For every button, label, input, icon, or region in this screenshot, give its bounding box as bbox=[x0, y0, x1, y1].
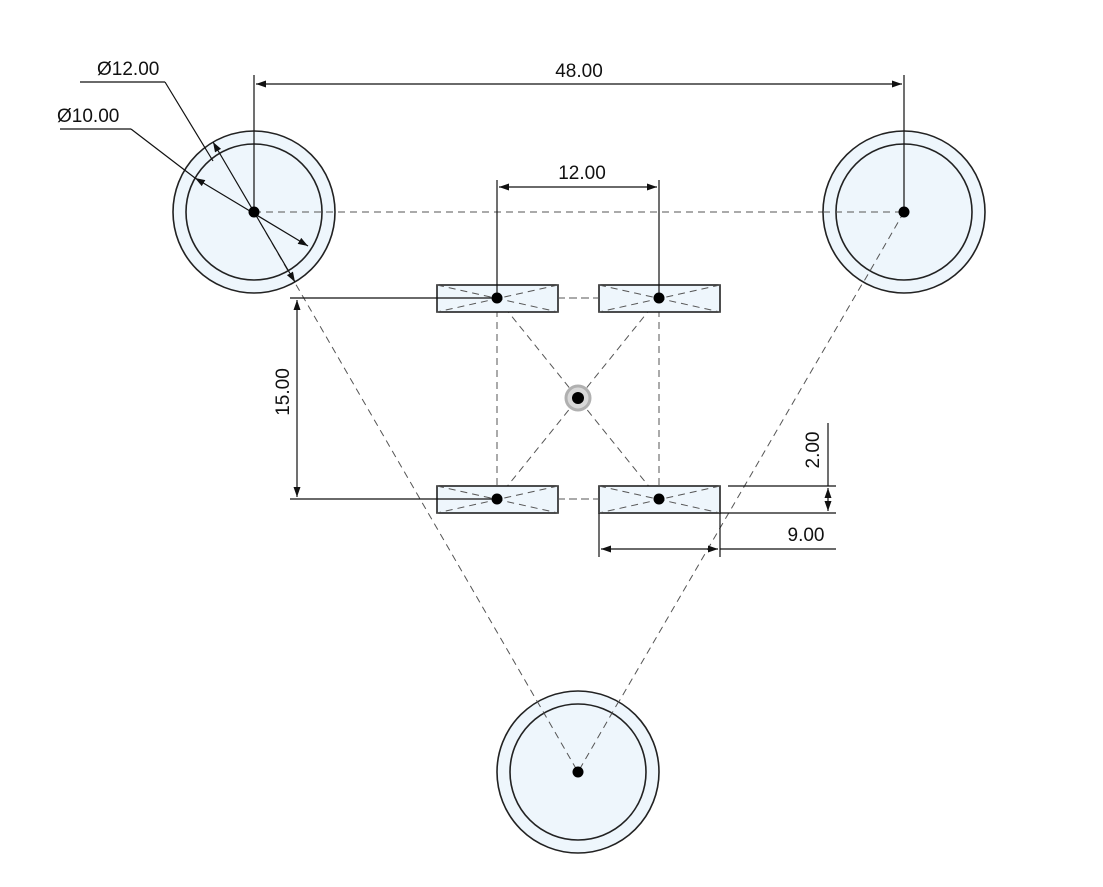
center-point[interactable] bbox=[898, 206, 910, 218]
center-point[interactable] bbox=[572, 766, 584, 778]
dimension-15[interactable]: 15.00 bbox=[273, 297, 497, 500]
center-point[interactable] bbox=[248, 206, 260, 218]
sketch-points[interactable] bbox=[248, 206, 910, 778]
dimension-label[interactable]: 9.00 bbox=[788, 525, 825, 546]
slot-center-point[interactable] bbox=[491, 493, 503, 505]
slot-center-point[interactable] bbox=[653, 292, 665, 304]
dimension-label[interactable]: 12.00 bbox=[558, 163, 606, 184]
dimension-12[interactable]: 12.00 bbox=[496, 163, 660, 298]
dimension-diameter-12[interactable]: Ø12.00 bbox=[80, 59, 296, 283]
dimension-label[interactable]: 15.00 bbox=[273, 368, 294, 416]
construction-right-line-overlay bbox=[577, 700, 620, 773]
construction-left-line-overlay bbox=[536, 700, 579, 773]
dimension-label[interactable]: 2.00 bbox=[803, 432, 824, 469]
leader-line bbox=[130, 128, 196, 179]
dimension-label[interactable]: 48.00 bbox=[555, 61, 603, 82]
construction-lines bbox=[253, 211, 905, 773]
dimension-2[interactable]: 2.00 bbox=[720, 423, 836, 514]
dimension-48[interactable]: 48.00 bbox=[253, 61, 905, 212]
construction-right-line-overlay bbox=[862, 211, 905, 284]
dimension-9[interactable]: 9.00 bbox=[598, 513, 836, 557]
slot-center-point[interactable] bbox=[653, 493, 665, 505]
origin-point[interactable] bbox=[572, 392, 584, 404]
slot-center-point[interactable] bbox=[491, 292, 503, 304]
dimension-label[interactable]: Ø10.00 bbox=[57, 106, 119, 127]
dimension-label[interactable]: Ø12.00 bbox=[97, 59, 159, 80]
leader-line bbox=[164, 81, 214, 162]
